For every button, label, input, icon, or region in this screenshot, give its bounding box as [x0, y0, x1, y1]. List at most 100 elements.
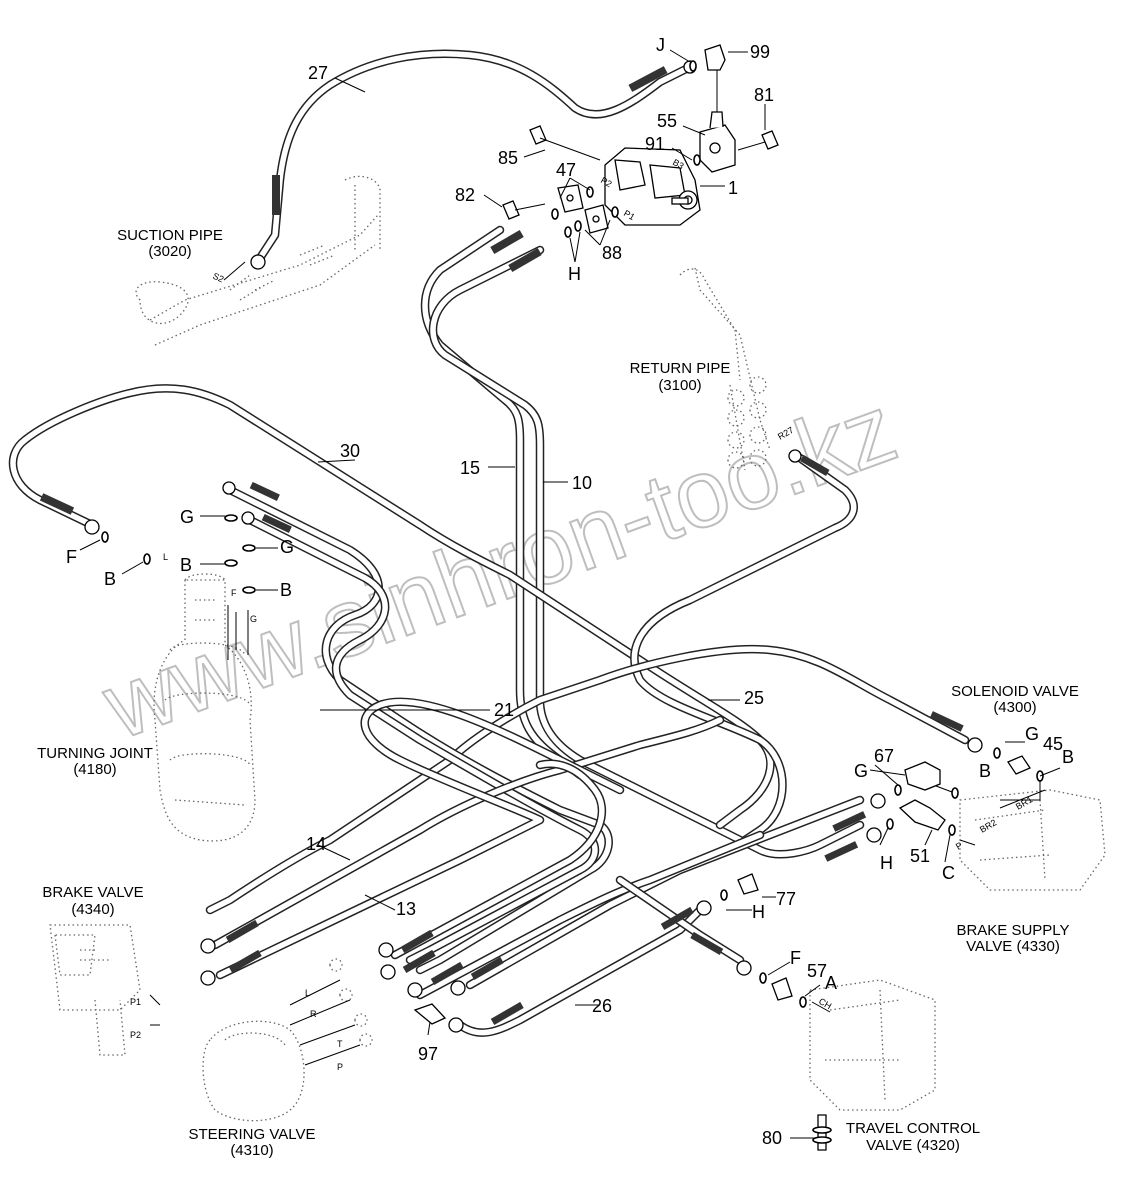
callout-b-1: B: [180, 555, 192, 575]
port-label-p-steer: P: [337, 1062, 343, 1072]
brake-valve-outline: [49, 924, 141, 1056]
hose-fitting-icon: [490, 1001, 524, 1025]
callout-27: 27: [308, 63, 328, 83]
suction-pipe-outline: [135, 175, 381, 346]
hose-13: [215, 697, 625, 980]
bolt-icon: [502, 200, 546, 220]
callout-b-turning: B: [104, 569, 116, 589]
washer-icon: [812, 1126, 832, 1134]
callout-77: 77: [776, 889, 796, 909]
port-label-l: L: [163, 552, 168, 562]
o-ring-icon: [242, 586, 256, 594]
solenoid-valve-code: (4300): [993, 699, 1036, 716]
hose-fitting-icon: [228, 949, 262, 973]
hose-fitting-icon: [870, 793, 886, 809]
brake-supply-valve-outline: [959, 789, 1106, 891]
hose-fitting-icon: [490, 230, 524, 254]
hose-fitting-icon: [241, 511, 255, 525]
callout-51: 51: [910, 846, 930, 866]
callout-h-pump: H: [568, 264, 581, 284]
elbow-fitting-icon: [413, 1003, 447, 1025]
turning-joint-code: (4180): [73, 761, 116, 778]
hose-fittings: [39, 60, 983, 1033]
hose-fitting-icon: [771, 977, 793, 1001]
brake-valve-code: (4340): [71, 901, 114, 918]
callout-91: 91: [645, 134, 665, 154]
hose-fitting-icon: [800, 454, 830, 476]
return-pipe-outline: [679, 267, 771, 471]
hose-fitting-icon: [967, 737, 983, 753]
hose-fitting-icon: [628, 66, 668, 92]
hose-fitting-icon: [736, 960, 752, 976]
callout-14: 14: [306, 834, 326, 854]
hose-fitting-icon: [400, 929, 434, 953]
hose-fitting-icon: [261, 513, 292, 533]
o-ring-icon: [799, 996, 807, 1008]
hose-fitting-icon: [225, 919, 259, 943]
callout-25: 25: [744, 688, 764, 708]
port-label-p-brake: P: [954, 840, 964, 852]
o-ring-icon: [948, 824, 956, 836]
port-label-t-steer: T: [337, 1039, 343, 1049]
o-ring-icon: [143, 553, 151, 565]
callout-b-solenoid-1: B: [1062, 747, 1074, 767]
hose-fitting-icon: [378, 942, 394, 958]
hose-fitting-icon: [832, 811, 867, 832]
elbow-fitting-icon: [904, 761, 941, 791]
callout-f-turning: F: [66, 547, 77, 567]
hose-fitting-icon: [866, 827, 882, 843]
o-rings: [101, 60, 1044, 1008]
hose-fitting-icon: [508, 248, 542, 272]
suction-pipe-label: SUCTION PIPE: [117, 227, 223, 244]
hose-fitting-icon: [929, 711, 964, 732]
solenoid-valve-label: SOLENOID VALVE: [951, 683, 1079, 700]
return-pipe-code: (3100): [658, 377, 701, 394]
callout-67: 67: [874, 746, 894, 766]
hose-fitting-icon: [380, 964, 396, 980]
component-labels: SUCTION PIPE (3020) RETURN PIPE (3100) T…: [37, 227, 1079, 1159]
hose-fitting-icon: [737, 873, 759, 895]
elbow-fitting-icon: [704, 44, 726, 71]
port-block-55: [699, 70, 736, 173]
callout-c: C: [942, 863, 955, 883]
port-label-br2: BR2: [978, 817, 998, 834]
callout-88: 88: [602, 243, 622, 263]
bolt-icon: [529, 125, 601, 161]
o-ring-icon: [689, 60, 697, 72]
callout-55: 55: [657, 111, 677, 131]
callout-26: 26: [592, 996, 612, 1016]
leader-lines: [79, 49, 1061, 1139]
callout-b-2: B: [280, 580, 292, 600]
callouts: 27 J 99 55 81 91 85 47 1 82 88 H 30 15 1…: [66, 35, 1074, 1148]
port-label-p1-brake: P1: [130, 997, 141, 1007]
hose-fitting-icon: [200, 970, 216, 986]
hose-fitting-icon: [402, 949, 436, 973]
hose-fitting-icon: [407, 982, 423, 998]
callout-45: 45: [1043, 734, 1063, 754]
callout-g-67: G: [854, 761, 868, 781]
hose-25: [205, 645, 970, 915]
callout-30: 30: [340, 441, 360, 461]
travel-control-valve-label: TRAVEL CONTROL: [846, 1120, 980, 1137]
callout-g-2: G: [280, 537, 294, 557]
port-label-l-steer: L: [305, 988, 310, 998]
brake-supply-valve-code: VALVE (4330): [966, 938, 1060, 955]
hose-13b: [390, 759, 607, 960]
callout-97: 97: [418, 1044, 438, 1064]
hose-fitting-icon: [696, 900, 712, 916]
hose-10: [428, 245, 865, 859]
hose-fitting-icon: [690, 931, 724, 955]
o-ring-icon: [894, 784, 902, 796]
port-label-b3: B3: [671, 157, 686, 171]
o-ring-icon: [993, 747, 1001, 759]
callout-h-51: H: [880, 853, 893, 873]
callout-1: 1: [728, 178, 738, 198]
standalone-fittings: [413, 755, 1031, 1151]
travel-control-valve-outline: [809, 979, 936, 1111]
callout-g-solenoid: G: [1025, 724, 1039, 744]
hose-fitting-icon: [430, 961, 464, 985]
port-label-r-steer: R: [310, 1009, 317, 1019]
callout-13: 13: [396, 899, 416, 919]
hose-fitting-icon: [272, 175, 280, 215]
